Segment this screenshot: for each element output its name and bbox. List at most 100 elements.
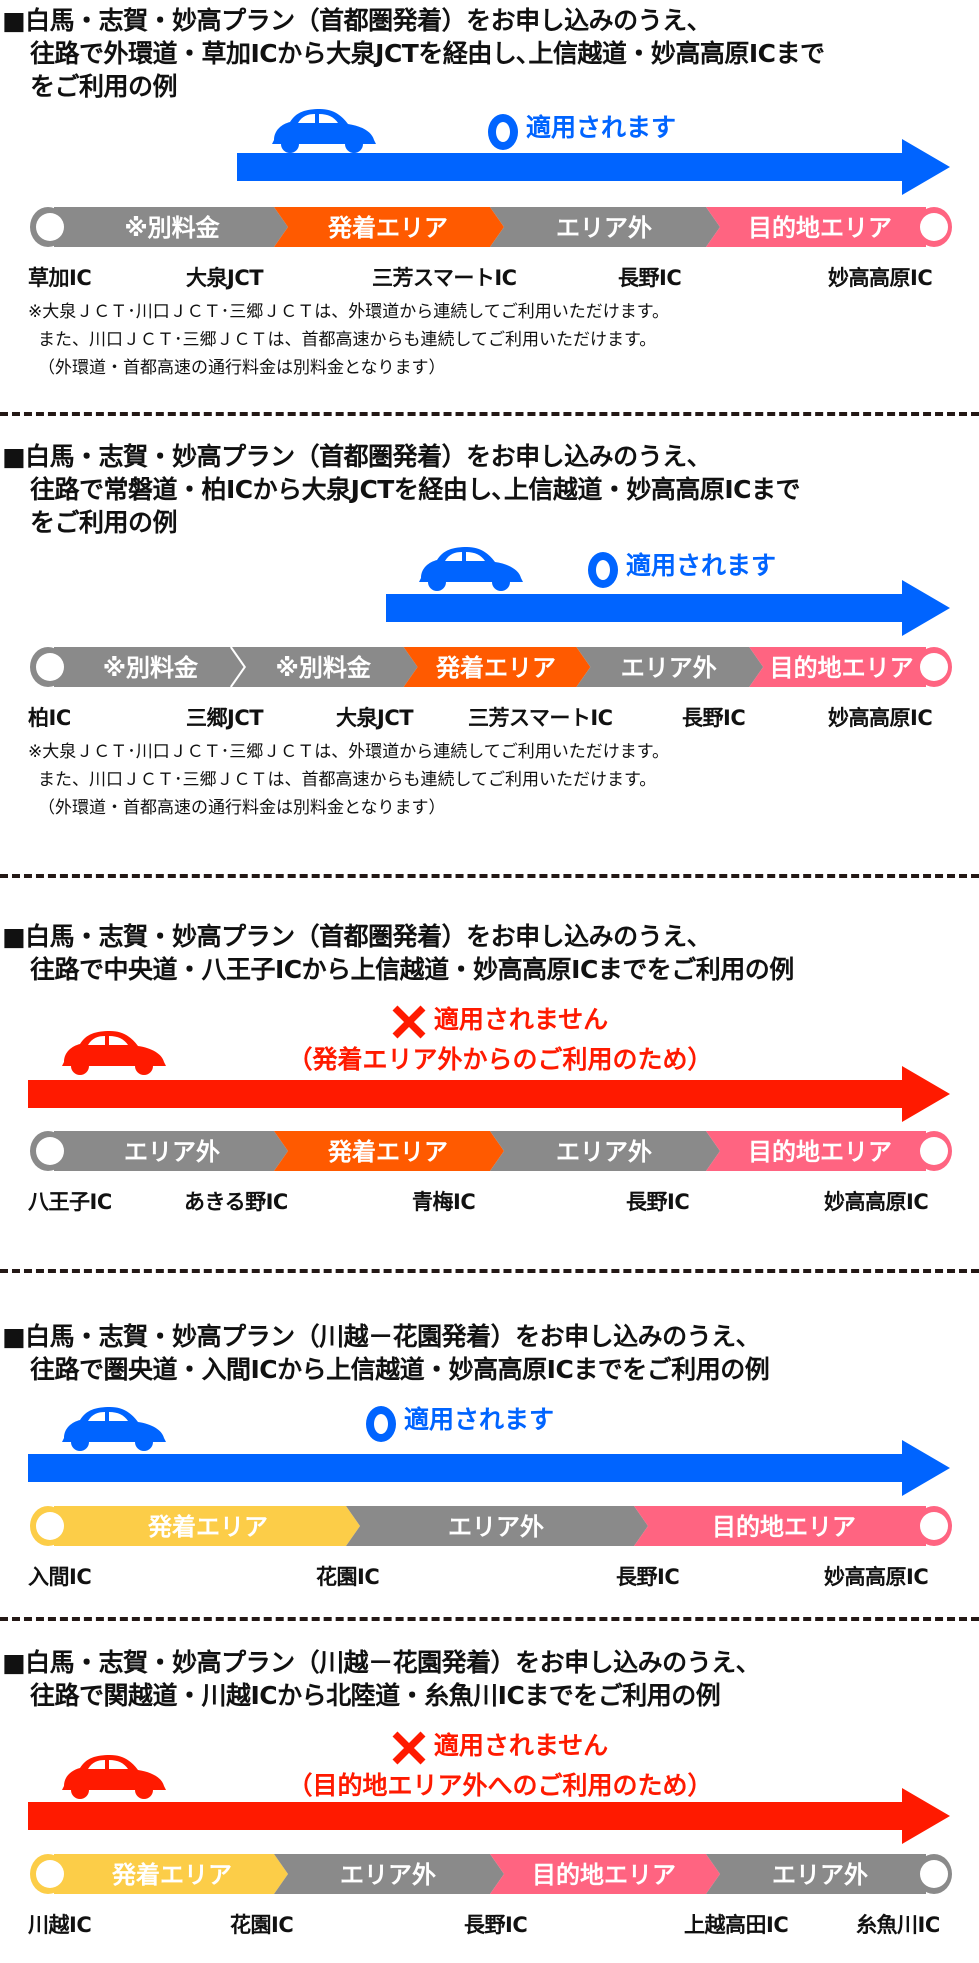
start-point-icon — [36, 1512, 64, 1540]
station-label: 妙高高原IC — [828, 706, 933, 730]
end-point-icon — [920, 213, 948, 241]
status-not-applied: 適用されません （発着エリア外からのご利用のため） — [250, 1000, 750, 1077]
status-text: 適用されません — [433, 1731, 609, 1760]
example-2: ■白馬・志賀・妙高プラン（首都圏発着）をお申し込みのうえ、 往路で常磐道・柏IC… — [0, 430, 979, 870]
route-bar: ※別料金 発着エリア エリア外 目的地エリア — [28, 205, 956, 247]
station-label: 三郷JCT — [186, 706, 264, 730]
note-line: （外環道・首都高速の通行料金は別料金となります） — [38, 798, 446, 818]
segment-label: エリア外 — [124, 1138, 220, 1166]
arrow-shape — [28, 1066, 950, 1122]
title-line: ■白馬・志賀・妙高プラン（川越－花園発着）をお申し込みのうえ、 — [2, 1648, 761, 1677]
note-line: また、川口ＪＣＴ･三郷ＪＣＴは、首都高速からも連続してご利用いただけます。 — [38, 330, 657, 350]
status-text: 適用されません — [433, 1005, 609, 1034]
title-line: 往路で中央道・八王子ICから上信越道・妙高高原ICまでをご利用の例 — [30, 955, 794, 984]
start-point-icon — [36, 653, 64, 681]
station-label: 上越高田IC — [684, 1913, 789, 1937]
title-line: 往路で常磐道・柏ICから大泉JCTを経由し､上信越道・妙高高原ICまで — [30, 475, 801, 504]
segment-label: 目的地エリア — [748, 1138, 892, 1166]
station-label: 柏IC — [28, 706, 71, 730]
car-icon — [58, 1406, 170, 1456]
station-label: あきる野IC — [184, 1190, 288, 1214]
start-point-icon — [36, 1860, 64, 1888]
status-reason: （目的地エリア外へのご利用のため） — [287, 1770, 713, 1800]
station-label: 花園IC — [230, 1913, 294, 1937]
example-title: ■白馬・志賀・妙高プラン（首都圏発着）をお申し込みのうえ、 往路で中央道・八王子… — [2, 920, 794, 986]
circle-icon — [488, 113, 518, 150]
segment-label: ※別料金 — [103, 654, 199, 682]
segment-label: ※別料金 — [124, 214, 220, 242]
route-segment — [576, 647, 764, 687]
station-label: 三芳スマートIC — [468, 706, 613, 730]
route-segment — [274, 1854, 504, 1894]
note-line: また、川口ＪＣＴ･三郷ＪＣＴは、首都高速からも連続してご利用いただけます。 — [38, 770, 657, 790]
start-point-icon — [36, 1137, 64, 1165]
route-segment — [490, 1854, 720, 1894]
segment-label: 発着エリア — [327, 214, 448, 242]
route-segment — [706, 1854, 926, 1894]
route-bar: ※別料金※別料金発着エリアエリア外目的地エリア — [28, 645, 956, 688]
title-line: ■白馬・志賀・妙高プラン（首都圏発着）をお申し込みのうえ、 — [2, 6, 712, 35]
end-point-icon — [920, 1137, 948, 1165]
route-segment — [749, 647, 926, 687]
example-title: ■白馬・志賀・妙高プラン（首都圏発着）をお申し込みのうえ、 往路で外環道・草加I… — [2, 4, 825, 103]
status-applied: 適用されます — [588, 546, 776, 588]
note-line: （外環道・首都高速の通行料金は別料金となります） — [38, 358, 446, 378]
example-3: ■白馬・志賀・妙高プラン（首都圏発着）をお申し込みのうえ、 往路で中央道・八王子… — [0, 920, 979, 1260]
end-point-icon — [920, 1860, 948, 1888]
segment-label: 目的地エリア — [532, 1861, 676, 1889]
station-labels: 入間IC 花園IC 長野IC 妙高高原IC — [0, 1561, 979, 1591]
route-bar: 発着エリアエリア外目的地エリア — [28, 1504, 956, 1546]
route-segment — [54, 1131, 288, 1171]
route-segment — [706, 207, 926, 247]
station-label: 長野IC — [618, 266, 682, 290]
segment-label: エリア外 — [556, 1138, 652, 1166]
status-text: 適用されます — [404, 1405, 555, 1434]
title-line: 往路で圏央道・入間ICから上信越道・妙高高原ICまでをご利用の例 — [30, 1355, 770, 1384]
note-line: ※大泉ＪＣＴ･川口ＪＣＴ･三郷ＪＣＴは、外環道から連続してご利用いただけます。 — [28, 742, 670, 762]
car-icon — [58, 1030, 170, 1080]
segment-label: エリア外 — [556, 214, 652, 242]
example-1: ■白馬・志賀・妙高プラン（首都圏発着）をお申し込みのうえ、 往路で外環道・草加I… — [0, 0, 979, 413]
title-line: ■白馬・志賀・妙高プラン（川越－花園発着）をお申し込みのうえ、 — [2, 1322, 761, 1351]
divider — [0, 1617, 979, 1621]
route-segment — [634, 1506, 926, 1546]
route-segment — [230, 647, 418, 687]
station-label: 長野IC — [464, 1913, 528, 1937]
circle-icon — [588, 551, 618, 588]
segment-label: ※別料金 — [276, 654, 372, 682]
station-labels: 川越IC 花園IC 長野IC 上越高田IC 糸魚川IC — [0, 1909, 979, 1939]
title-line: ■白馬・志賀・妙高プラン（首都圏発着）をお申し込みのうえ、 — [2, 442, 712, 471]
route-arrow — [386, 580, 950, 640]
station-labels: 草加IC 大泉JCT 三芳スマートIC 長野IC 妙高高原IC — [0, 262, 979, 292]
status-reason: （発着エリア外からのご利用のため） — [287, 1044, 713, 1074]
segment-label: 目的地エリア — [748, 214, 892, 242]
title-line: 往路で外環道・草加ICから大泉JCTを経由し､上信越道・妙高高原ICまで — [30, 39, 825, 68]
route-segment — [54, 1506, 360, 1546]
route-segment — [274, 1131, 504, 1171]
route-segment — [54, 207, 288, 247]
station-label: 長野IC — [682, 706, 746, 730]
station-label: 三芳スマートIC — [372, 266, 517, 290]
cross-icon — [392, 1731, 426, 1769]
route-segment — [490, 1131, 720, 1171]
arrow-shape — [28, 1440, 950, 1496]
station-label: 糸魚川IC — [856, 1913, 940, 1937]
route-segment — [346, 1506, 648, 1546]
arrow-shape — [386, 580, 950, 636]
segment-label: エリア外 — [448, 1513, 544, 1541]
example-title: ■白馬・志賀・妙高プラン（川越－花園発着）をお申し込みのうえ、 往路で関越道・川… — [2, 1646, 761, 1712]
status-applied: 適用されます — [366, 1400, 554, 1442]
example-4: ■白馬・志賀・妙高プラン（川越－花園発着）をお申し込みのうえ、 往路で圏央道・入… — [0, 1320, 979, 1610]
note-line: ※大泉ＪＣＴ･川口ＪＣＴ･三郷ＪＣＴは、外環道から連続してご利用いただけます。 — [28, 302, 670, 322]
segment-label: 目的地エリア — [770, 654, 914, 682]
notes: ※大泉ＪＣＴ･川口ＪＣＴ･三郷ＪＣＴは、外環道から連続してご利用いただけます。 … — [28, 298, 669, 382]
car-icon — [58, 1754, 170, 1804]
station-label: 大泉JCT — [336, 706, 414, 730]
route-segment — [490, 207, 720, 247]
route-arrow — [28, 1440, 950, 1500]
route-segment — [54, 647, 245, 687]
station-label: 長野IC — [616, 1565, 680, 1589]
segment-label: 発着エリア — [111, 1861, 232, 1889]
route-arrow — [28, 1066, 950, 1126]
arrow-shape — [237, 139, 950, 195]
